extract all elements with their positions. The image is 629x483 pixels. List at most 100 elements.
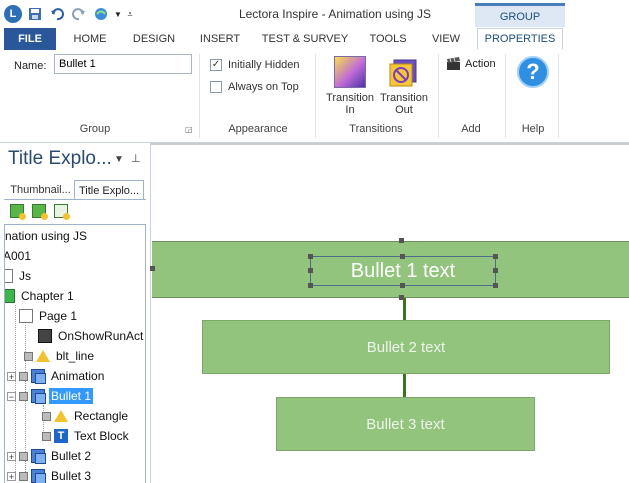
tree-item-page-1[interactable]: Page 1 — [19, 306, 79, 326]
tree-guide-line — [43, 405, 44, 437]
tree-item-label: Chapter 1 — [21, 289, 74, 303]
chapter-icon — [5, 289, 15, 303]
name-field[interactable] — [54, 54, 192, 74]
group-divider — [199, 54, 200, 138]
tab-thumbnails[interactable]: Thumbnail... — [10, 184, 71, 196]
resize-handle[interactable] — [493, 254, 498, 259]
bullet-2-box[interactable]: Bullet 2 text — [202, 320, 610, 374]
group-divider — [505, 54, 506, 138]
tree-item-label: Bullet 3 — [51, 469, 92, 483]
page-icon — [19, 309, 33, 323]
action-label: Action — [465, 58, 496, 70]
publish-icon[interactable] — [92, 5, 110, 23]
tree-item-bullet-3[interactable]: + Bullet 3 — [7, 466, 93, 483]
tree-item-text-block[interactable]: T Text Block — [42, 426, 131, 446]
panel-tab-underline — [4, 199, 146, 200]
group-icon — [31, 449, 46, 464]
tree-item-bullet-1[interactable]: − Bullet 1 — [7, 386, 94, 406]
transition-out-label: Transition Out — [380, 92, 428, 116]
tree-item-title[interactable]: nation using JS — [5, 226, 89, 246]
resize-handle[interactable] — [399, 238, 404, 243]
transition-in-button[interactable]: Transition In — [322, 56, 378, 116]
tree-guide-line — [25, 325, 26, 480]
panel-menu-chevron-down-icon[interactable]: ▼ — [114, 154, 124, 165]
bullet-1-rectangle[interactable] — [152, 241, 629, 298]
add-chapter-icon[interactable] — [10, 204, 26, 220]
tree-item-onshowrunact[interactable]: OnShowRunAct — [38, 326, 145, 346]
group-divider — [558, 54, 559, 138]
expand-icon[interactable]: + — [7, 371, 16, 382]
tree-checkbox[interactable] — [19, 371, 28, 381]
tree-item-label: Text Block — [74, 429, 129, 443]
resize-handle[interactable] — [308, 283, 313, 288]
tree-checkbox[interactable] — [42, 411, 51, 421]
bullet-3-box[interactable]: Bullet 3 text — [276, 397, 535, 451]
tab-view[interactable]: VIEW — [431, 33, 461, 45]
tab-home[interactable]: HOME — [73, 33, 107, 45]
group-icon — [31, 389, 46, 404]
tree-checkbox[interactable] — [24, 351, 33, 361]
quick-access-toolbar: L ▼ ⩡ — [4, 4, 134, 24]
shape-icon — [36, 350, 50, 362]
dropdown-icon[interactable]: ▼ — [114, 9, 122, 19]
tree-item-animation[interactable]: + Animation — [7, 366, 106, 386]
tree-item-label: A001 — [4, 249, 32, 263]
resize-handle[interactable] — [493, 268, 498, 273]
tree-item-label: Bullet 1 — [49, 388, 94, 404]
tree-item-bullet-2[interactable]: + Bullet 2 — [7, 446, 93, 466]
action-button[interactable]: Action — [446, 57, 496, 71]
pin-icon[interactable]: ⊥ — [131, 153, 141, 165]
add-page-icon[interactable] — [54, 204, 70, 220]
expand-icon[interactable]: + — [7, 471, 16, 482]
tab-file[interactable]: FILE — [4, 28, 56, 50]
tab-title-explorer[interactable]: Title Explo... — [74, 180, 144, 200]
tab-design[interactable]: DESIGN — [132, 33, 176, 45]
resize-handle[interactable] — [308, 268, 313, 273]
always-on-top-checkbox[interactable] — [210, 81, 222, 93]
tree-checkbox[interactable] — [42, 431, 51, 441]
tab-test-survey[interactable]: TEST & SURVEY — [261, 33, 349, 45]
tree-item-label: Rectangle — [74, 409, 129, 423]
help-button[interactable]: ? — [517, 56, 549, 88]
transition-in-icon — [334, 56, 366, 88]
resize-handle[interactable] — [399, 295, 404, 300]
tree-checkbox[interactable] — [19, 391, 28, 401]
tree-checkbox[interactable] — [19, 471, 28, 481]
save-icon[interactable] — [26, 5, 44, 23]
name-label: Name: — [14, 60, 47, 72]
redo-icon[interactable] — [70, 5, 88, 23]
resize-handle[interactable] — [308, 254, 313, 259]
tab-tools[interactable]: TOOLS — [369, 33, 407, 45]
tree-item-label: Animation — [51, 369, 105, 383]
tree-item-js[interactable]: Js — [5, 266, 33, 286]
undo-icon[interactable] — [48, 5, 66, 23]
text-block-icon: T — [54, 429, 68, 443]
resize-handle[interactable] — [400, 283, 405, 288]
add-section-icon[interactable] — [32, 204, 48, 220]
clapperboard-icon — [447, 57, 460, 70]
resize-handle[interactable] — [150, 266, 155, 271]
tree-item-label: blt_line — [56, 349, 95, 363]
resize-handle[interactable] — [493, 283, 498, 288]
tab-insert[interactable]: INSERT — [199, 33, 241, 45]
initially-hidden-label: Initially Hidden — [228, 59, 300, 71]
resize-handle[interactable] — [400, 254, 405, 259]
help-icon: ? — [517, 56, 549, 88]
tree-item-blt-line[interactable]: blt_line — [24, 346, 96, 366]
tree-item-label: Bullet 2 — [51, 449, 92, 463]
tree-item-a001[interactable]: A001 — [4, 246, 33, 266]
customize-icon[interactable]: ⩡ — [127, 8, 133, 19]
transition-out-button[interactable]: Transition Out — [376, 56, 432, 116]
tree-item-chapter-1[interactable]: Chapter 1 — [5, 286, 76, 306]
app-logo[interactable]: L — [4, 5, 22, 23]
collapse-icon[interactable]: − — [7, 391, 16, 402]
initially-hidden-checkbox[interactable]: ✓ — [210, 59, 222, 71]
dialog-launcher-icon[interactable]: ◲ — [185, 125, 193, 134]
expand-icon[interactable]: + — [7, 451, 16, 462]
group-icon — [31, 369, 46, 384]
tree-item-rectangle[interactable]: Rectangle — [42, 406, 130, 426]
group-divider — [438, 54, 439, 138]
tree-checkbox[interactable] — [19, 451, 28, 461]
tab-properties[interactable]: PROPERTIES — [477, 28, 563, 50]
bullet-1-text[interactable]: Bullet 1 text — [310, 256, 496, 286]
